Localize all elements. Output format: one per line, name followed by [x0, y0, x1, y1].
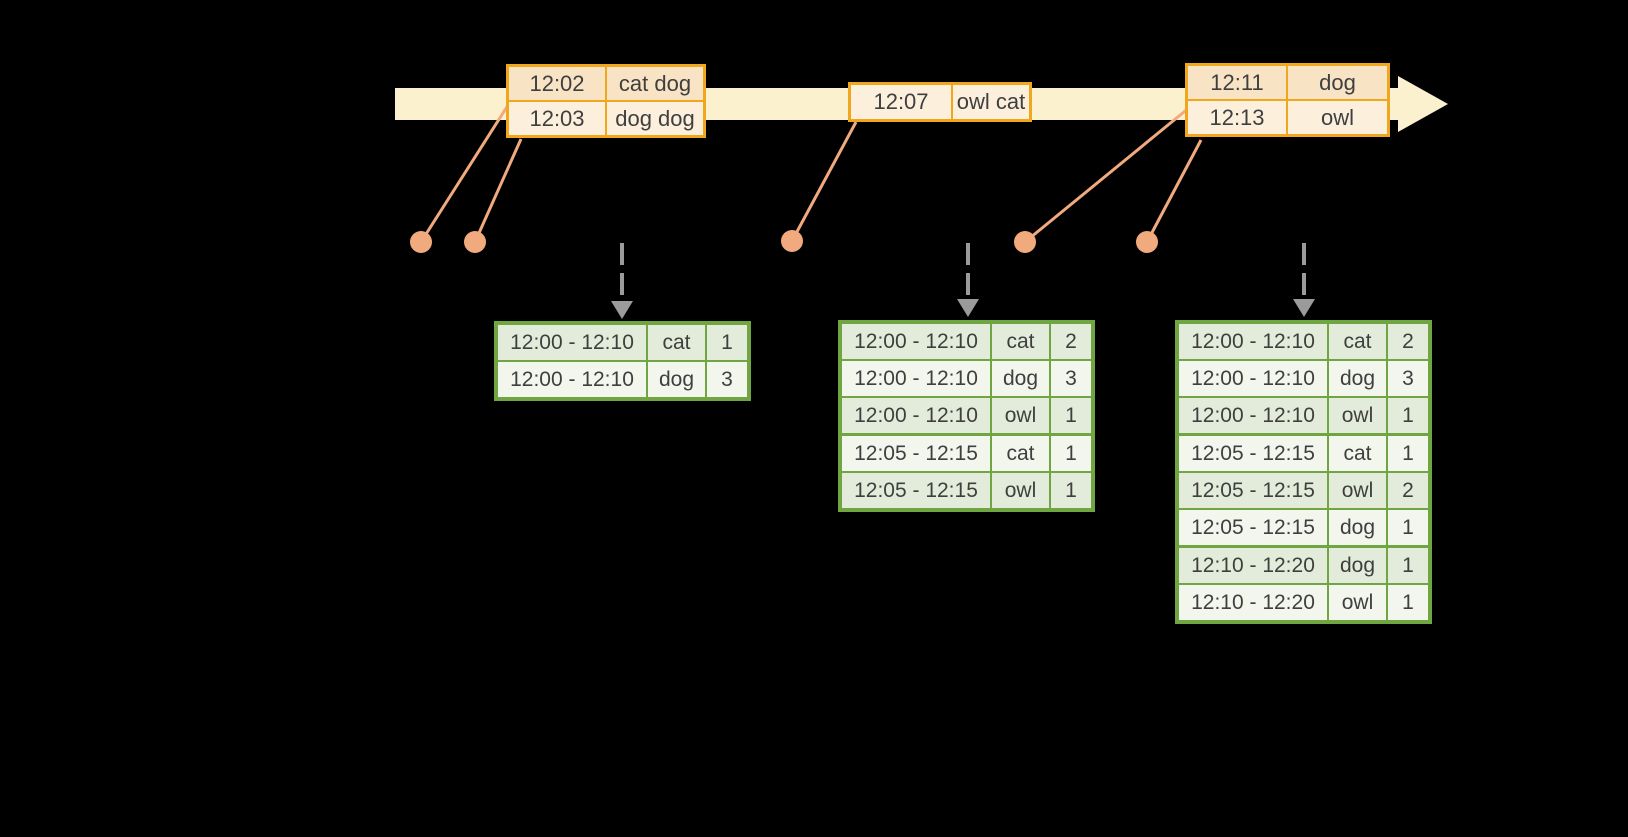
- result-window-cell: 12:00 - 12:10: [842, 361, 990, 396]
- result-word-cell: owl: [1329, 585, 1386, 620]
- result-window-cell: 12:00 - 12:10: [1179, 398, 1327, 433]
- result-count-cell: 2: [1388, 473, 1428, 508]
- event-connector-line: [419, 101, 512, 243]
- event-words-cell: owl: [1288, 101, 1387, 134]
- result-window-cell: 12:05 - 12:15: [842, 436, 990, 471]
- event-marker-dot: [781, 230, 803, 252]
- result-window-cell: 12:10 - 12:20: [1179, 548, 1327, 583]
- result-window-cell: 12:10 - 12:20: [1179, 585, 1327, 620]
- event-marker-dot: [464, 231, 486, 253]
- result-count-cell: 3: [1388, 361, 1428, 396]
- event-marker-dot: [1136, 231, 1158, 253]
- result-word-cell: cat: [1329, 324, 1386, 359]
- result-count-cell: 1: [707, 325, 747, 360]
- result-count-cell: 2: [1388, 324, 1428, 359]
- result-count-cell: 3: [707, 362, 747, 397]
- event-connector-line: [473, 138, 523, 243]
- result-count-cell: 1: [1388, 436, 1428, 471]
- result-count-cell: 3: [1051, 361, 1091, 396]
- trigger-arrowhead-icon: [1293, 299, 1315, 317]
- event-words-cell: dog: [1288, 66, 1387, 99]
- result-window-cell: 12:05 - 12:15: [1179, 510, 1327, 545]
- result-count-cell: 1: [1388, 398, 1428, 433]
- result-window-cell: 12:05 - 12:15: [1179, 436, 1327, 471]
- result-count-cell: 2: [1051, 324, 1091, 359]
- result-window-cell: 12:00 - 12:10: [1179, 361, 1327, 396]
- event-time-cell: 12:07: [851, 85, 951, 119]
- result-word-cell: owl: [992, 398, 1049, 433]
- result-window-cell: 12:00 - 12:10: [1179, 324, 1327, 359]
- trigger-arrowhead-icon: [611, 301, 633, 319]
- event-connector-line: [1145, 139, 1203, 243]
- event-marker-dot: [410, 231, 432, 253]
- result-word-cell: dog: [648, 362, 705, 397]
- event-connector-line: [1024, 105, 1191, 244]
- result-word-cell: cat: [992, 324, 1049, 359]
- event-time-cell: 12:02: [509, 67, 605, 100]
- timeline-arrowhead-icon: [1398, 76, 1448, 132]
- result-window-cell: 12:05 - 12:15: [842, 473, 990, 508]
- result-word-cell: cat: [992, 436, 1049, 471]
- result-word-cell: dog: [992, 361, 1049, 396]
- result-count-cell: 1: [1051, 398, 1091, 433]
- result-count-cell: 1: [1388, 585, 1428, 620]
- result-word-cell: owl: [992, 473, 1049, 508]
- event-connector-line: [790, 121, 858, 242]
- result-count-cell: 1: [1051, 436, 1091, 471]
- event-time-cell: 12:13: [1188, 101, 1286, 134]
- result-word-cell: owl: [1329, 473, 1386, 508]
- result-window-cell: 12:00 - 12:10: [842, 398, 990, 433]
- trigger-arrowhead-icon: [957, 299, 979, 317]
- event-time-cell: 12:11: [1188, 66, 1286, 99]
- result-count-cell: 1: [1388, 548, 1428, 583]
- result-window-cell: 12:05 - 12:15: [1179, 473, 1327, 508]
- result-word-cell: cat: [648, 325, 705, 360]
- event-time-cell: 12:03: [509, 102, 605, 135]
- result-count-cell: 1: [1051, 473, 1091, 508]
- result-word-cell: cat: [1329, 436, 1386, 471]
- event-words-cell: dog dog: [607, 102, 703, 135]
- result-word-cell: dog: [1329, 361, 1386, 396]
- event-words-cell: cat dog: [607, 67, 703, 100]
- result-word-cell: dog: [1329, 510, 1386, 545]
- result-word-cell: owl: [1329, 398, 1386, 433]
- result-window-cell: 12:00 - 12:10: [498, 325, 646, 360]
- event-marker-dot: [1014, 231, 1036, 253]
- result-window-cell: 12:00 - 12:10: [842, 324, 990, 359]
- event-words-cell: owl cat: [953, 85, 1029, 119]
- result-count-cell: 1: [1388, 510, 1428, 545]
- result-word-cell: dog: [1329, 548, 1386, 583]
- result-window-cell: 12:00 - 12:10: [498, 362, 646, 397]
